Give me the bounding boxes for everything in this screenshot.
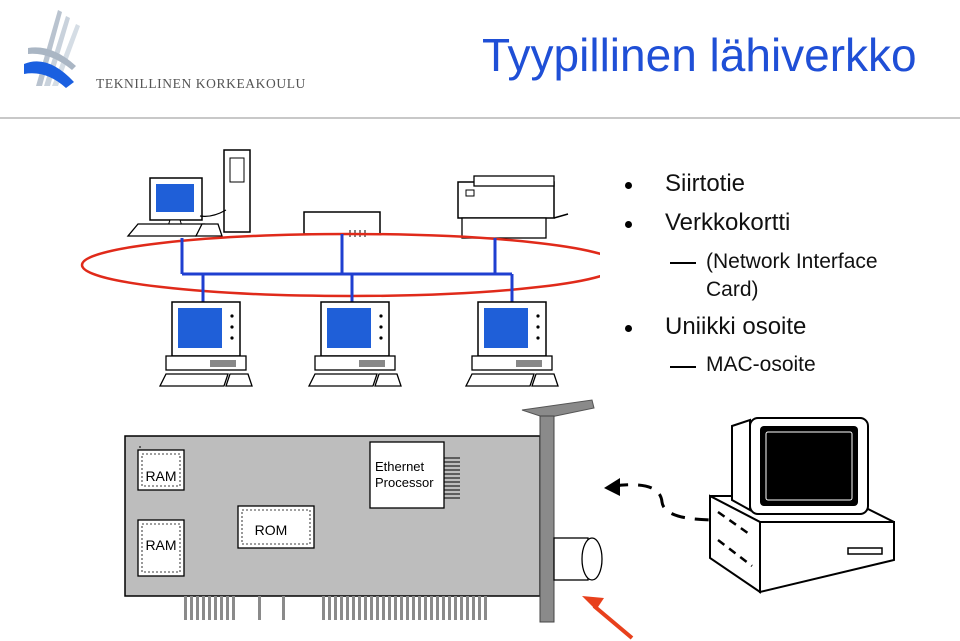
ethernet-label-line2: Processor	[375, 475, 434, 490]
bullet-dot	[625, 325, 632, 332]
ethernet-label-line1: Ethernet	[375, 459, 425, 474]
sub-bullet-dash	[670, 262, 696, 264]
network-interface-card: RAM RAM ROM Ethernet Processor	[124, 399, 634, 640]
ram-label-bottom: RAM	[145, 537, 176, 553]
lan-diagram	[80, 149, 600, 387]
bullet-uniikki-osoite: Uniikki osoite	[665, 313, 807, 340]
rom-label: ROM	[255, 522, 288, 538]
printer-icon	[457, 175, 569, 239]
network-ring	[80, 232, 600, 298]
bullet-verkkokortti: Verkkokortti	[665, 209, 791, 236]
arrow-icon	[582, 596, 634, 640]
pc-illustration	[604, 417, 895, 594]
header-divider	[0, 117, 960, 119]
workstation-tower-icon	[126, 149, 251, 237]
dashed-arrow	[613, 483, 717, 522]
ethernet-processor-chip	[369, 441, 460, 509]
university-logo-icon	[24, 10, 80, 88]
workstation-icon	[158, 301, 253, 387]
ram-chip-bottom	[137, 519, 185, 577]
arrow-head-icon	[604, 478, 620, 496]
computer-icon	[709, 417, 895, 594]
page-title: Tyypillinen lähiverkko	[482, 29, 917, 81]
sub-bullet-card: Card)	[706, 278, 759, 301]
network-wires	[180, 234, 514, 302]
bullet-dot	[625, 182, 632, 189]
ram-chip-top	[137, 446, 185, 491]
logo-text: TEKNILLINEN KORKEAKOULU	[96, 76, 306, 91]
workstation-icon	[464, 301, 559, 387]
ram-label-top: RAM	[145, 468, 176, 484]
sub-bullet-network-interface: (Network Interface	[706, 250, 878, 273]
sub-bullet-dash	[670, 366, 696, 368]
rom-chip	[237, 505, 315, 549]
workstation-icon	[307, 301, 402, 387]
sub-bullet-mac: MAC-osoite	[706, 353, 816, 376]
bullet-dot	[625, 221, 632, 228]
bullet-siirtotie: Siirtotie	[665, 170, 746, 197]
